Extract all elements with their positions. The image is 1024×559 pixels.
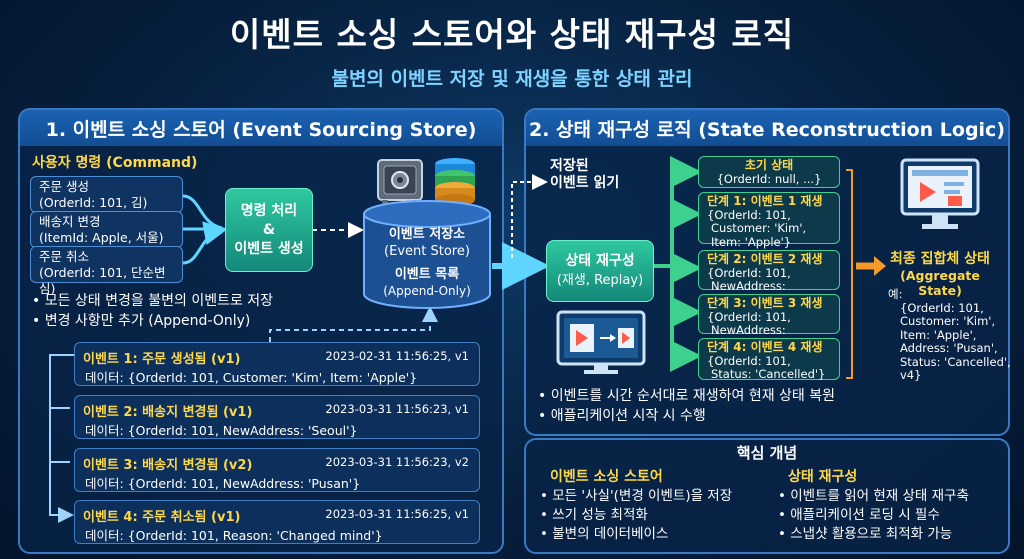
core-left-item: • 모든 '사실'(변경 이벤트)을 저장 [540,488,733,504]
aggregate-subtitle: (Aggregate State) [900,268,980,298]
step-initial: 초기 상태 {OrderId: null, ...} [698,156,840,188]
core-left-title: 이벤트 소싱 스토어 [550,469,663,485]
event-sourcing-header: 1. 이벤트 소싱 스토어 (Event Sourcing Store) [20,110,502,146]
command-name: 배송지 변경 [39,214,101,229]
step-4: 단계 4: 이벤트 4 재생 {OrderId: 101, Status: 'C… [698,338,840,381]
store-line4: (Append-Only) [383,284,471,298]
command-processor: 명령 처리 & 이벤트 생성 [225,188,313,272]
core-concepts-panel [524,438,1010,554]
core-header: 핵심 개념 [736,444,798,462]
event-timestamp: 2023-03-31 11:56:23, v2 [325,455,469,469]
step-title: 단계 3: 이벤트 3 재생 [707,296,823,310]
step-line: Customer: 'Kim', [711,221,807,235]
read-label-line1: 저장된 [550,158,589,174]
left-bullet-item: • 변경 사항만 추가 (Append-Only) [32,313,251,329]
command-name: 주문 생성 [39,179,89,194]
processor-line3: 이벤트 생성 [234,240,304,257]
step-line: Status: 'Cancelled'} [711,367,826,381]
processor-line1: 명령 처리 [240,202,298,219]
step-1: 단계 1: 이벤트 1 재생 {OrderId: 101, Customer: … [698,192,840,248]
command-detail: (OrderId: 101, 단순변심) [39,265,166,296]
command-cancel-order: 주문 취소 (OrderId: 101, 단순변심) [30,246,183,296]
right-bullets: • 이벤트를 시간 순서대로 재생하여 현재 상태 복원 • 애플리케이션 시작… [538,386,835,426]
step-2: 단계 2: 이벤트 2 재생 {OrderId: 101, NewAddress… [698,250,840,306]
right-bullet-item: • 이벤트를 시간 순서대로 재생하여 현재 상태 복원 [538,388,836,404]
event-card: 이벤트 3: 배송지 변경됨 (v2) 2023-03-31 11:56:23,… [74,448,480,492]
core-right-item: • 이벤트를 읽어 현재 상태 재구축 [778,488,969,504]
aggregate-example-lines: {OrderId: 101, Customer: 'Kim', Item: 'A… [888,300,1011,383]
step-title: 초기 상태 [744,158,794,172]
event-store-label: 이벤트 저장소 (Event Store) 이벤트 목록 (Append-Onl… [362,226,492,300]
command-name: 주문 취소 [39,249,89,264]
step-title: 단계 1: 이벤트 1 재생 [707,194,823,208]
event-data: 데이터: {OrderId: 101, Reason: 'Changed min… [85,528,383,543]
event-timestamp: 2023-03-31 11:56:25, v1 [325,507,469,521]
reconstruct-line2: (재생, Replay) [556,273,644,288]
read-events-label: 저장된 이벤트 읽기 [550,158,619,192]
page-subtitle: 불변의 이벤트 저장 및 재생을 통한 상태 관리 [331,68,693,90]
command-detail: (ItemId: Apple, 서울) [39,230,164,245]
state-reconstruction-header: 2. 상태 재구성 로직 (State Reconstruction Logic… [526,110,1008,146]
core-left: 이벤트 소싱 스토어 • 모든 '사실'(변경 이벤트)을 저장 • 쓰기 성능… [540,466,732,544]
aggregate-title: 최종 집합체 상태 [890,251,990,267]
store-line3: 이벤트 목록 [394,267,460,282]
core-right: 상태 재구성 • 이벤트를 읽어 현재 상태 재구축 • 애플리케이션 로딩 시… [778,466,969,544]
event-title: 이벤트 3: 배송지 변경됨 (v2) [83,458,253,473]
aggregate-line: {OrderId: 101, [900,300,984,315]
aggregate-example: 예: {OrderId: 101, Customer: 'Kim', Item:… [888,287,1011,383]
command-change-address: 배송지 변경 (ItemId: Apple, 서울) [30,211,183,248]
page-title: 이벤트 소싱 스토어와 상태 재구성 로직 [229,15,795,54]
core-right-title: 상태 재구성 [788,469,858,485]
right-bullet-item: • 애플리케이션 시작 시 수행 [538,408,706,424]
aggregate-monitor-icon [900,158,980,229]
aggregate-state: 최종 집합체 상태 (Aggregate State) [880,248,1000,298]
step-line: {OrderId: 101, [707,353,791,368]
event-card: 이벤트 2: 배송지 변경됨 (v1) 2023-03-31 11:56:23,… [74,395,480,439]
aggregate-line: v4} [900,368,922,382]
command-detail: (OrderId: 101, 김) [39,195,148,210]
aggregate-line: Address: 'Pusan', [900,341,998,355]
event-card: 이벤트 1: 주문 생성됨 (v1) 2023-02-31 11:56:25, … [74,342,480,386]
step-line: {OrderId: 101, [707,265,791,280]
core-left-item: • 불변의 데이터베이스 [540,526,669,542]
processor-line2: & [262,221,276,238]
reconstruct-line1: 상태 재구성 [565,253,635,269]
event-card: 이벤트 4: 주문 취소됨 (v1) 2023-03-31 11:56:25, … [74,500,480,544]
event-title: 이벤트 4: 주문 취소됨 (v1) [83,510,241,525]
step-line: {OrderId: 101, [707,207,791,222]
core-left-item: • 쓰기 성능 최적화 [540,507,648,523]
event-data: 데이터: {OrderId: 101, Customer: 'Kim', Ite… [85,370,418,385]
step-title: 단계 2: 이벤트 2 재생 [707,252,823,266]
core-right-item: • 스냅샷 활용으로 최적화 가능 [778,526,953,542]
store-line1: 이벤트 저장소 [388,227,466,242]
store-line2: (Event Store) [384,244,470,259]
reconstruct-box: 상태 재구성 (재생, Replay) [546,240,654,302]
event-timestamp: 2023-03-31 11:56:23, v1 [325,402,469,416]
command-create-order: 주문 생성 (OrderId: 101, 김) [30,176,183,213]
aggregate-line: Item: 'Apple', [900,327,977,342]
step-3: 단계 3: 이벤트 3 재생 {OrderId: 101, NewAddress… [698,294,840,350]
event-timestamp: 2023-02-31 11:56:25, v1 [325,349,469,363]
event-title: 이벤트 2: 배송지 변경됨 (v1) [83,405,253,420]
event-data: 데이터: {OrderId: 101, NewAddress: 'Seoul'} [85,423,358,438]
left-bullet-item: • 모든 상태 변경을 불변의 이벤트로 저장 [32,293,274,309]
step-line: {OrderId: null, ...} [716,171,822,186]
read-label-line2: 이벤트 읽기 [550,175,620,191]
core-right-item: • 애플리케이션 로딩 시 필수 [778,507,940,523]
left-bullets: • 모든 상태 변경을 불변의 이벤트로 저장 • 변경 사항만 추가 (App… [32,291,273,331]
event-data: 데이터: {OrderId: 101, NewAddress: 'Pusan'} [85,476,361,491]
safe-icon [377,159,423,204]
step-line: {OrderId: 101, [707,309,791,324]
step-line: Item: 'Apple'} [711,234,792,249]
commands-label: 사용자 명령 (Command) [32,155,198,171]
event-store-cylinder [363,200,491,309]
aggregate-example-label: 예: [888,287,903,301]
aggregate-line: Status: 'Cancelled', [900,354,1011,369]
replay-monitor-icon [556,310,646,374]
event-title: 이벤트 1: 주문 생성됨 (v1) [83,352,241,367]
aggregate-line: Customer: 'Kim', [900,314,996,328]
step-title: 단계 4: 이벤트 4 재생 [707,340,823,354]
